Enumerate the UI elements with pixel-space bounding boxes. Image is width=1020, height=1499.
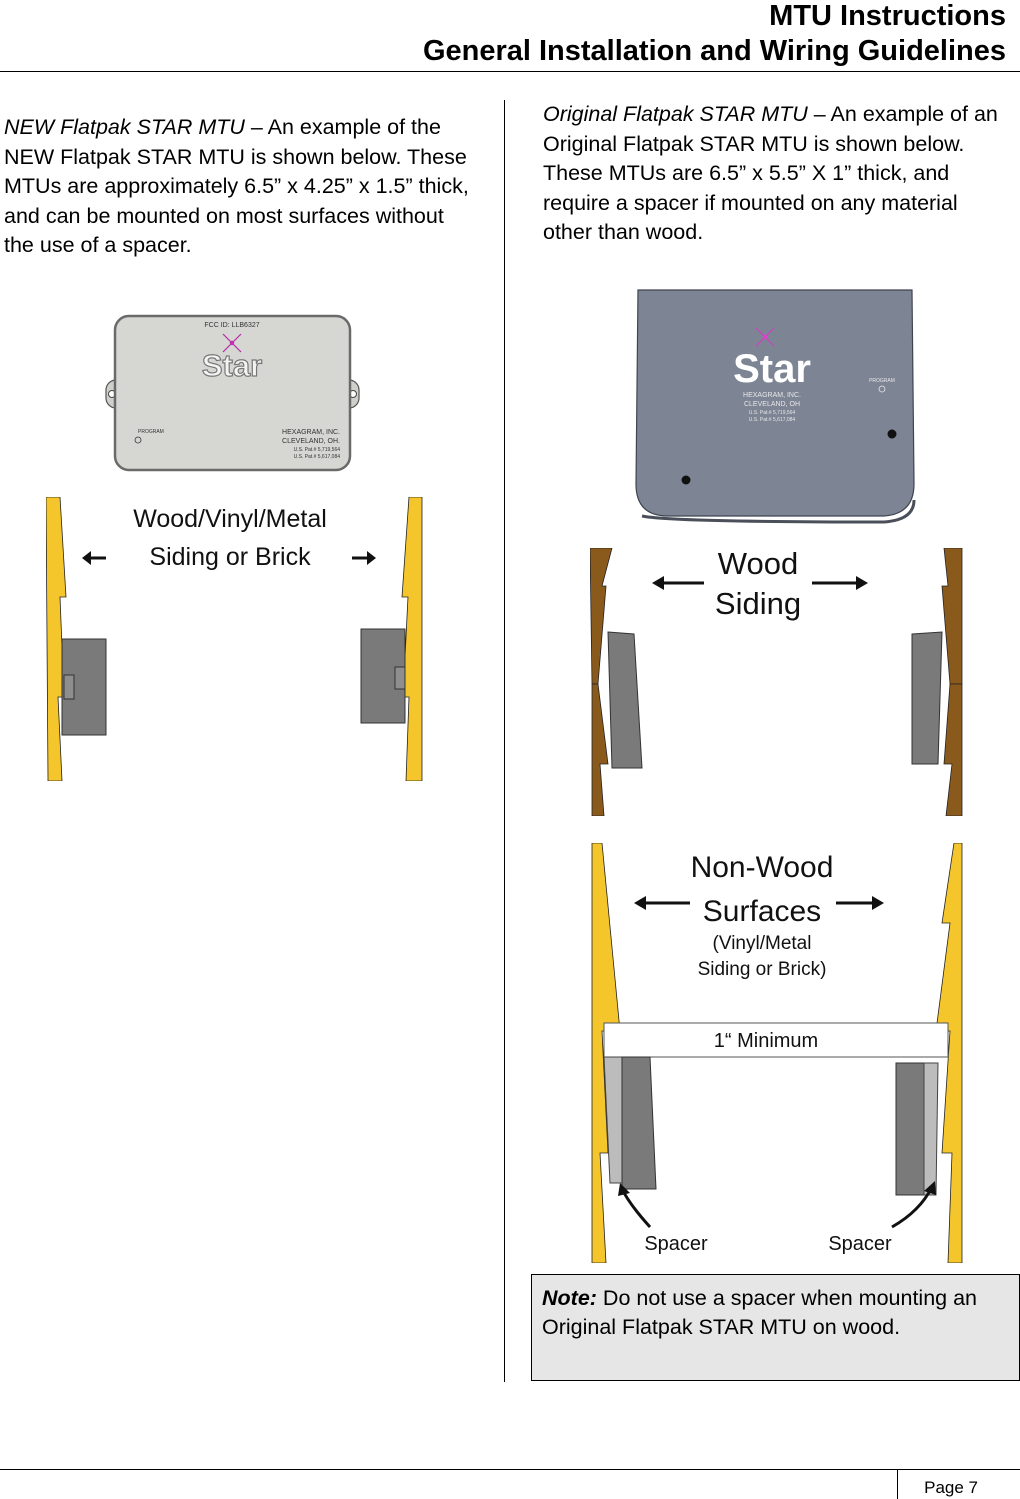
note-text: Do not use a spacer when mounting an Ori… bbox=[542, 1286, 978, 1339]
note-box: Note: Do not use a spacer when mounting … bbox=[531, 1274, 1020, 1381]
page-header: MTU Instructions General Installation an… bbox=[0, 0, 1020, 72]
page-footer: Page 7 bbox=[0, 1469, 1020, 1499]
header-subtitle: General Installation and Wiring Guidelin… bbox=[422, 35, 1006, 67]
non-wood-surfaces-diagram: Non-Wood Surfaces (Vinyl/Metal Siding or… bbox=[591, 843, 963, 1263]
svg-text:U.S. Pat.# 5,719,564: U.S. Pat.# 5,719,564 bbox=[294, 447, 341, 453]
svg-text:U.S. Pat.# 5,617,084: U.S. Pat.# 5,617,084 bbox=[749, 417, 796, 423]
header-title: MTU Instructions bbox=[769, 0, 1006, 32]
svg-text:1“ Minimum: 1“ Minimum bbox=[714, 1030, 818, 1052]
footer-separator bbox=[897, 1470, 898, 1499]
svg-text:Wood: Wood bbox=[718, 548, 798, 581]
svg-text:Siding or Brick): Siding or Brick) bbox=[698, 959, 827, 980]
new-mtu-siding-diagram: Wood/Vinyl/Metal Siding or Brick bbox=[46, 497, 423, 781]
page-number: Page 7 bbox=[924, 1478, 978, 1497]
note-label: Note: bbox=[542, 1286, 597, 1310]
svg-text:Surfaces: Surfaces bbox=[703, 895, 821, 928]
svg-text:Siding: Siding bbox=[715, 586, 801, 621]
original-mtu-description: Original Flatpak STAR MTU – An example o… bbox=[543, 100, 1003, 248]
svg-text:FCC ID: LLB6327: FCC ID: LLB6327 bbox=[204, 322, 259, 329]
new-flatpak-mtu-image: FCC ID: LLB6327 Star PROGRAM HEXAGRAM, I… bbox=[105, 314, 360, 472]
new-mtu-description: NEW Flatpak STAR MTU – An example of the… bbox=[4, 113, 474, 261]
svg-text:Spacer: Spacer bbox=[644, 1233, 708, 1255]
svg-text:U.S. Pat.# 5,617,084: U.S. Pat.# 5,617,084 bbox=[294, 454, 341, 460]
svg-text:Non-Wood: Non-Wood bbox=[691, 851, 834, 884]
svg-text:CLEVELAND, OH.: CLEVELAND, OH. bbox=[282, 438, 340, 445]
svg-text:Star: Star bbox=[202, 348, 262, 383]
svg-text:Star: Star bbox=[733, 347, 811, 391]
svg-text:U.S. Pat.# 5,719,564: U.S. Pat.# 5,719,564 bbox=[749, 410, 796, 416]
wood-siding-diagram: Wood Siding bbox=[590, 548, 963, 816]
original-flatpak-mtu-image: Star HEXAGRAM, INC. CLEVELAND, OH U.S. P… bbox=[635, 289, 916, 524]
svg-text:Spacer: Spacer bbox=[828, 1233, 892, 1255]
column-divider bbox=[504, 100, 505, 1382]
svg-text:CLEVELAND, OH: CLEVELAND, OH bbox=[744, 401, 800, 408]
svg-text:HEXAGRAM, INC.: HEXAGRAM, INC. bbox=[282, 429, 340, 436]
original-mtu-body: – An example of an Original Flatpak STAR… bbox=[543, 102, 998, 244]
svg-text:Wood/Vinyl/Metal: Wood/Vinyl/Metal bbox=[133, 505, 327, 533]
new-mtu-title: NEW Flatpak STAR MTU bbox=[4, 115, 245, 139]
new-mtu-body: – An example of the NEW Flatpak STAR MTU… bbox=[4, 115, 469, 257]
original-mtu-title: Original Flatpak STAR MTU bbox=[543, 102, 808, 126]
svg-text:PROGRAM: PROGRAM bbox=[869, 378, 895, 384]
svg-text:PROGRAM: PROGRAM bbox=[138, 429, 164, 435]
svg-text:Siding or Brick: Siding or Brick bbox=[149, 543, 311, 571]
svg-text:HEXAGRAM, INC.: HEXAGRAM, INC. bbox=[743, 392, 801, 399]
svg-text:(Vinyl/Metal: (Vinyl/Metal bbox=[713, 933, 812, 954]
